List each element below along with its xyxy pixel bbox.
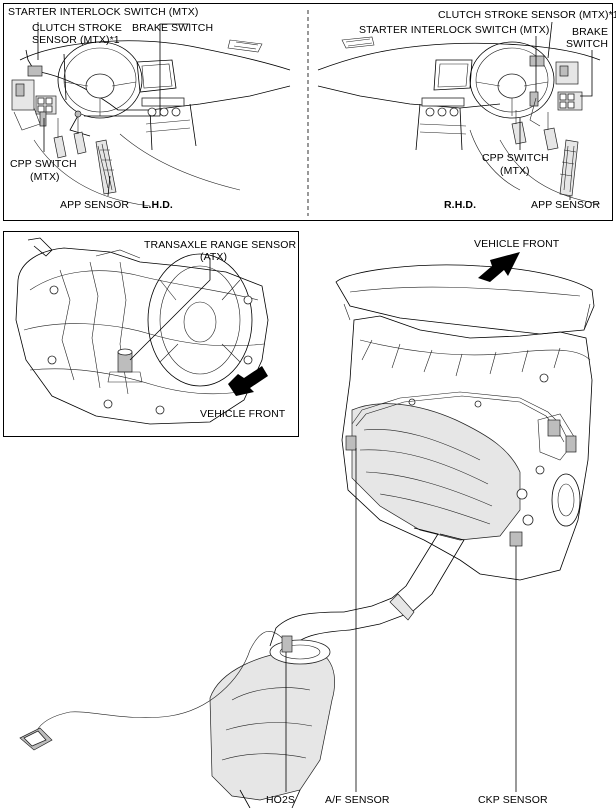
transaxle-range-sensor-label-line1: TRANSAXLE RANGE SENSOR — [144, 239, 297, 251]
lhd-dashboard — [11, 22, 291, 207]
rhd-cpp-switch-label-line2: (MTX) — [500, 165, 530, 177]
rhd-dashboard — [317, 21, 601, 205]
rhd-side-label: R.H.D. — [444, 199, 477, 211]
rhd-app-sensor-label: APP SENSOR — [531, 199, 601, 211]
rhd-starter-interlock-label: STARTER INTERLOCK SWITCH (MTX) — [359, 24, 550, 36]
rhd-brake-switch-label-line2: SWITCH — [566, 38, 609, 50]
engine-illustration — [19, 252, 595, 808]
af-sensor-label: A/F SENSOR — [325, 794, 390, 806]
lhd-brake-switch-label: BRAKE SWITCH — [132, 22, 214, 34]
rhd-clutch-stroke-label: CLUTCH STROKE SENSOR (MTX)*1 — [438, 9, 616, 21]
lhd-side-label: L.H.D. — [142, 199, 173, 211]
cabin-sensor-panel — [3, 3, 613, 221]
lhd-app-sensor-label: APP SENSOR — [60, 199, 130, 211]
lhd-cpp-switch-label-line2: (MTX) — [30, 171, 60, 183]
transaxle-illustration — [15, 237, 269, 425]
lhd-clutch-stroke-label-line2: SENSOR (MTX)*1 — [32, 34, 120, 46]
transaxle-inset-panel — [3, 231, 299, 437]
rhd-brake-switch-label-line1: BRAKE — [572, 26, 609, 38]
lhd-clutch-stroke-label-line1: CLUTCH STROKE — [32, 22, 122, 34]
lhd-starter-interlock-label: STARTER INTERLOCK SWITCH (MTX) — [8, 6, 199, 18]
engine-vehicle-front-label: VEHICLE FRONT — [474, 238, 560, 250]
ho2s-label: HO2S — [266, 794, 295, 806]
lhd-cpp-switch-label-line1: CPP SWITCH — [10, 158, 77, 170]
inset-vehicle-front-label: VEHICLE FRONT — [200, 408, 286, 420]
rhd-cpp-switch-label-line1: CPP SWITCH — [482, 152, 549, 164]
ckp-sensor-label: CKP SENSOR — [478, 794, 548, 806]
transaxle-range-sensor-label-line2: (ATX) — [200, 251, 228, 263]
